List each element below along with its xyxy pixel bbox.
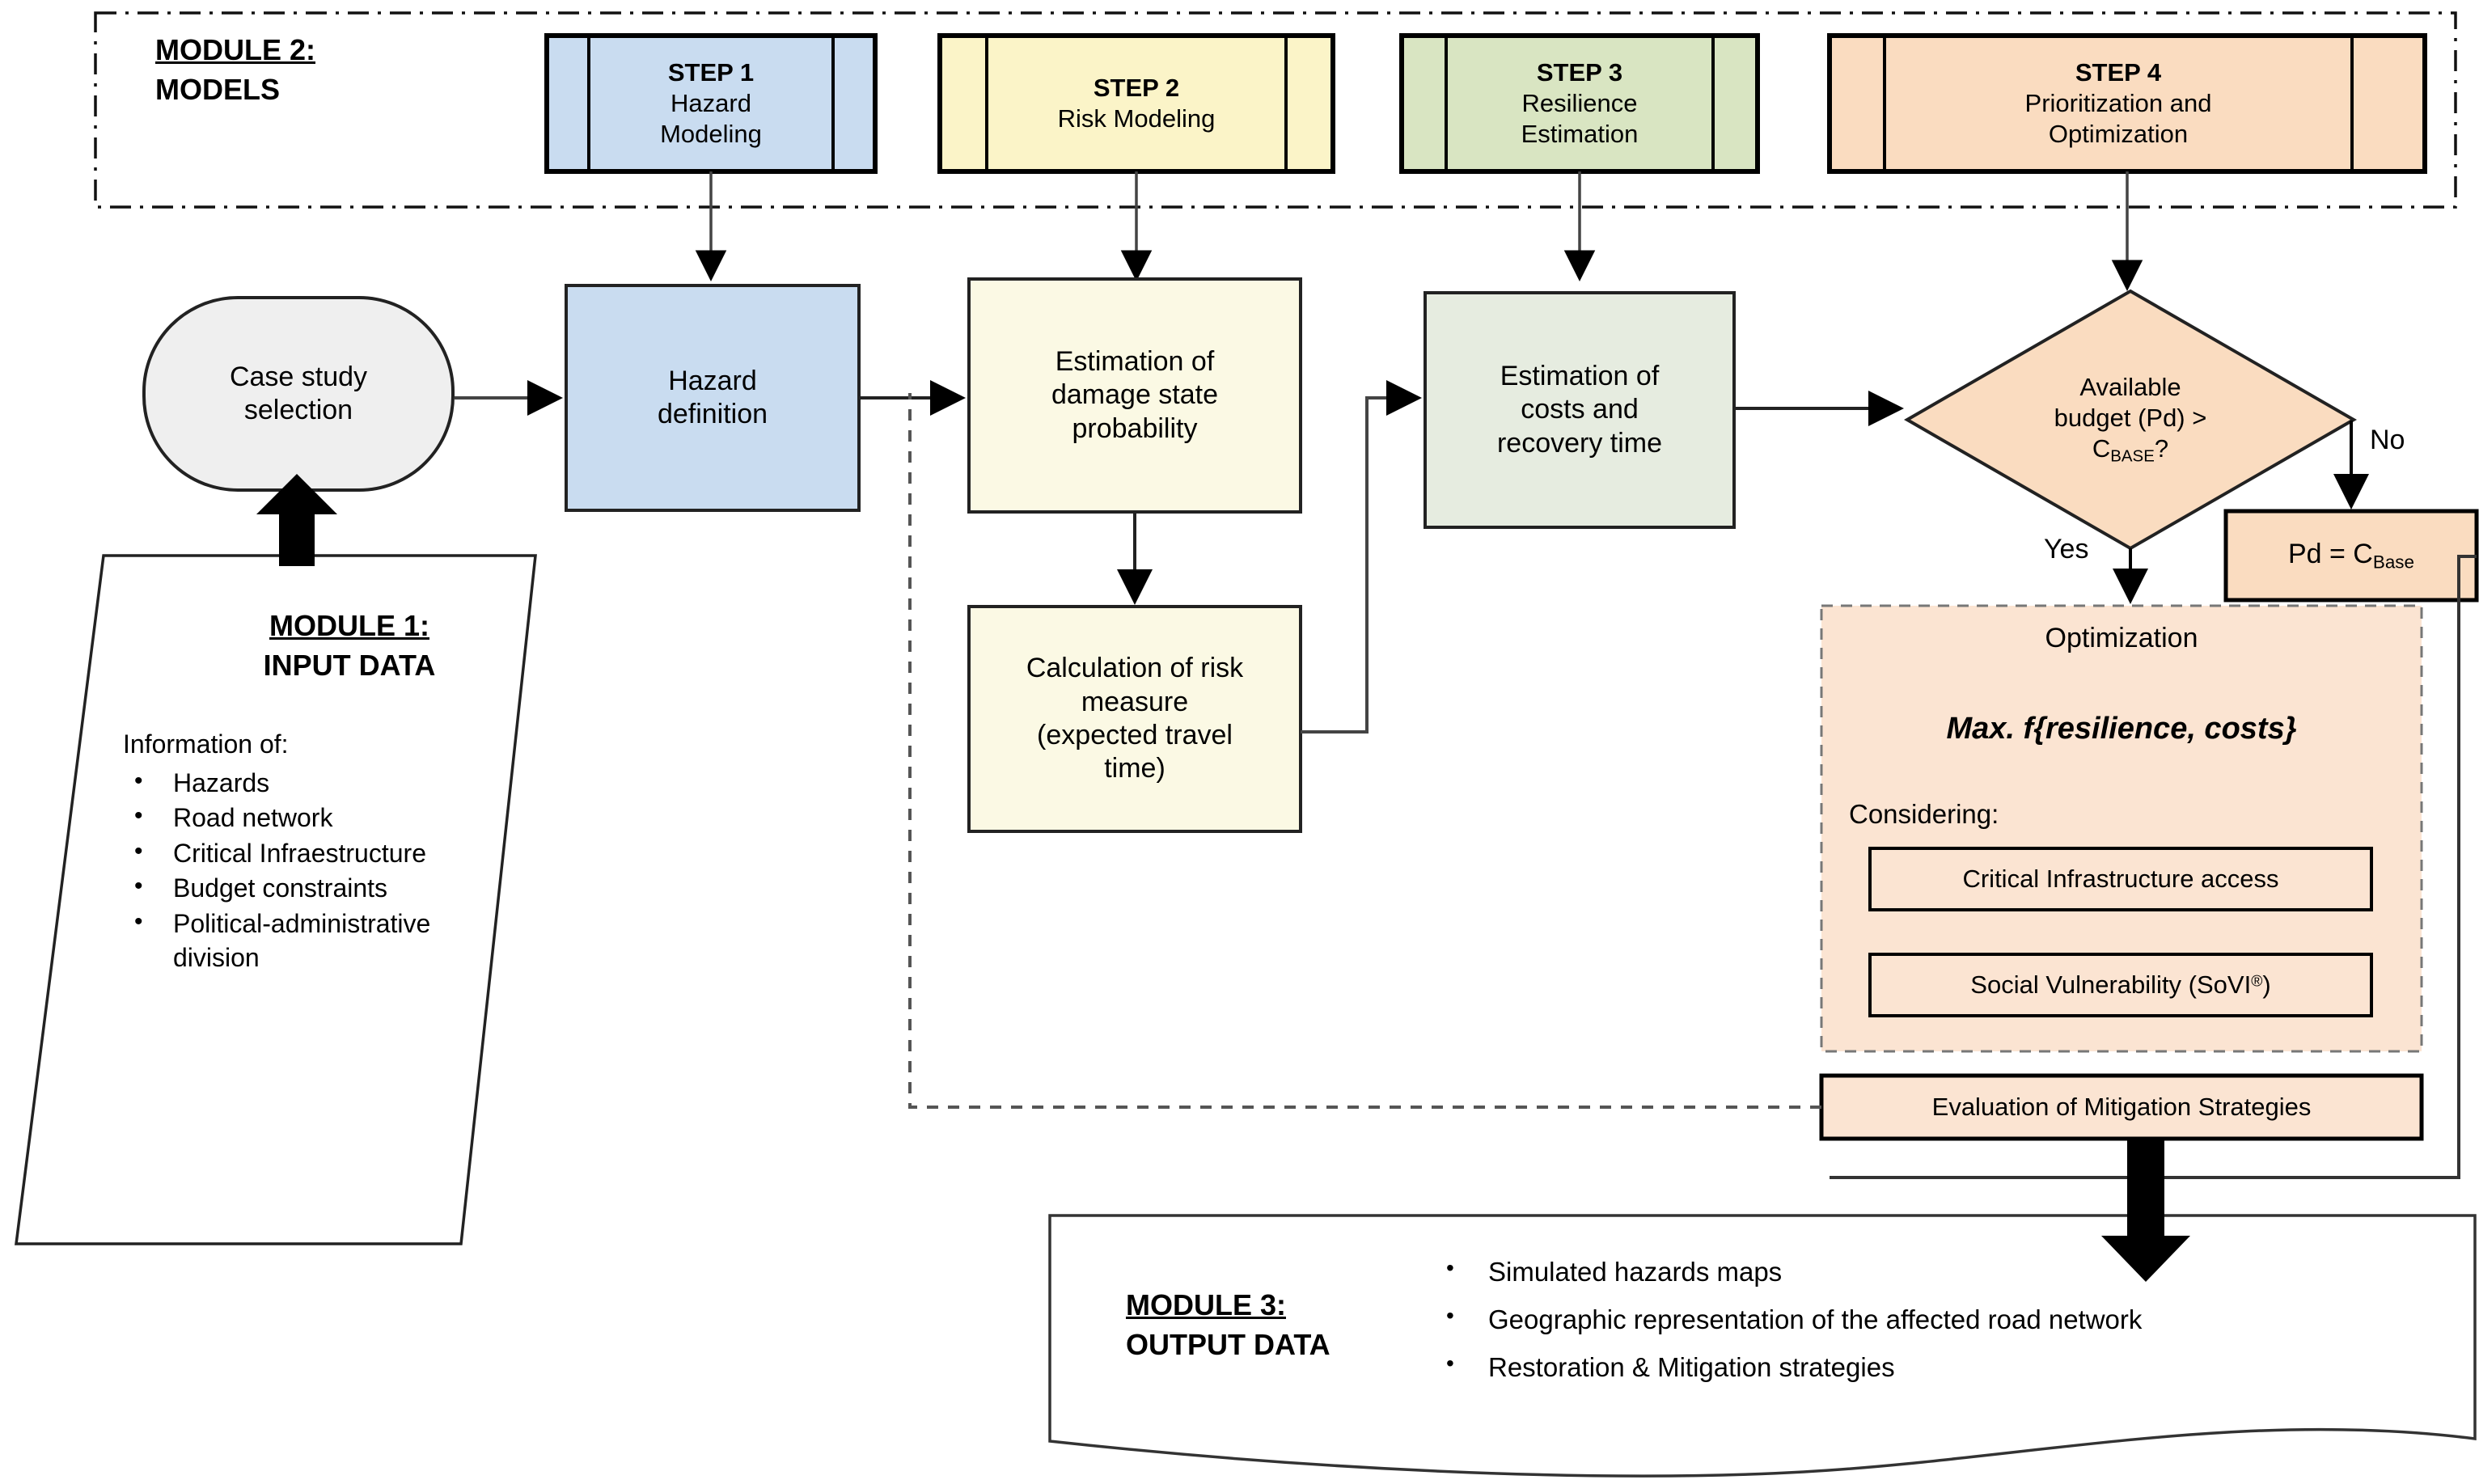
optimization-title: Optimization bbox=[2045, 623, 2198, 653]
module3-title-line1: MODULE 3: bbox=[1126, 1288, 1286, 1321]
hazard-definition-shape[interactable] bbox=[565, 284, 861, 512]
module3-list: Simulated hazards maps Geographic repres… bbox=[1440, 1254, 2410, 1398]
case-study-shape[interactable] bbox=[142, 296, 455, 492]
pd-cbase-shape[interactable] bbox=[2223, 509, 2479, 602]
module3-title-line2: OUTPUT DATA bbox=[1126, 1327, 1330, 1361]
module3-item-hazard-maps: Simulated hazards maps bbox=[1440, 1254, 2410, 1290]
module1-title-line2: INPUT DATA bbox=[263, 648, 436, 682]
no-label: No bbox=[2370, 425, 2405, 455]
module2-title-line1: MODULE 2: bbox=[155, 33, 315, 66]
risk-measure-shape[interactable] bbox=[967, 605, 1302, 833]
module2-boundary bbox=[94, 11, 2457, 209]
criteria-box-critical-infrastructure[interactable] bbox=[1868, 847, 2373, 911]
optimization-formula: Max. f{resilience, costs} bbox=[1946, 712, 2297, 746]
module3-heading: MODULE 3: OUTPUT DATA bbox=[1126, 1286, 1401, 1364]
evaluation-shape[interactable] bbox=[1819, 1073, 2424, 1141]
module1-item-road-network: Road network bbox=[123, 800, 471, 835]
module1-item-critical-infrastructure: Critical Infraestructure bbox=[123, 835, 471, 871]
module1-title-line1: MODULE 1: bbox=[269, 609, 429, 642]
step-4-shape[interactable] bbox=[1827, 33, 2427, 174]
damage-state-shape[interactable] bbox=[967, 277, 1302, 514]
costs-recovery-shape[interactable] bbox=[1424, 291, 1736, 529]
module1-item-hazards: Hazards bbox=[123, 765, 471, 801]
module1-to-case-study-arrow bbox=[256, 474, 337, 566]
module2-heading: MODULE 2: MODELS bbox=[155, 31, 495, 109]
feedback-dashed-line bbox=[908, 393, 1821, 1109]
criteria-box-social-vulnerability[interactable] bbox=[1868, 953, 2373, 1017]
module1-intro: Information of: bbox=[123, 729, 289, 759]
evaluation-to-module3-arrow bbox=[2101, 1139, 2190, 1282]
module3-item-restoration-mitigation: Restoration & Mitigation strategies bbox=[1440, 1349, 2410, 1385]
arrow-decision-no bbox=[2333, 421, 2369, 509]
module1-item-budget-constraints: Budget constraints bbox=[123, 870, 471, 906]
module3-item-geographic-representation: Geographic representation of the affecte… bbox=[1440, 1301, 2410, 1338]
step-1-shape[interactable] bbox=[544, 33, 878, 174]
arrow-risk-to-costs bbox=[1301, 380, 1422, 734]
considering-label: Considering: bbox=[1849, 799, 1999, 829]
module1-item-political-administrative: Political-administrative division bbox=[123, 906, 471, 975]
step-3-shape[interactable] bbox=[1399, 33, 1760, 174]
yes-label: Yes bbox=[2044, 534, 2089, 564]
module2-title-line2: MODELS bbox=[155, 72, 281, 106]
module1-heading: MODULE 1: INPUT DATA bbox=[188, 607, 511, 685]
module1-list: Information of: Hazards Road network Cri… bbox=[123, 728, 471, 976]
step-2-shape[interactable] bbox=[937, 33, 1335, 174]
